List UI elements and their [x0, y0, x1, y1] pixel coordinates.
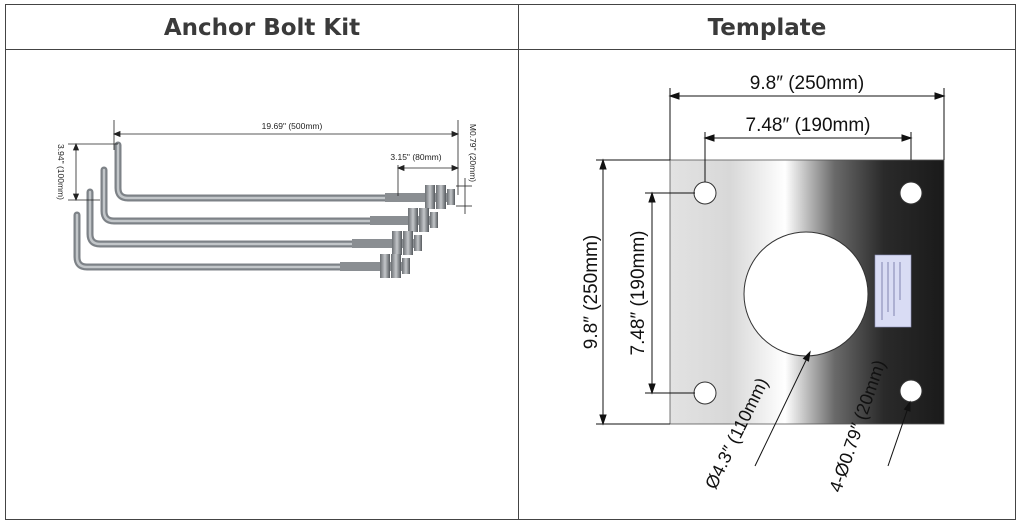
plate-bolt-hole-top-left — [693, 181, 717, 205]
bolt-thread-label: 3.15" (80mm) — [390, 152, 441, 162]
bolt-diameter-label: M0.79" (20mm) — [468, 124, 478, 182]
bolt-length-label: 19.69" (500mm) — [262, 121, 323, 131]
bolt-hook-label: 3.94" (100mm) — [56, 144, 66, 200]
bolt-1 — [114, 141, 455, 209]
table-header-row: Anchor Bolt Kit Template — [6, 5, 1015, 50]
plate-center-hole — [743, 231, 869, 357]
plate-sticker — [874, 254, 912, 328]
template-dimension-lines — [596, 88, 946, 467]
template-outer-height-label: 9.8″ (250mm) — [581, 235, 602, 349]
plate-bolt-hole-top-right — [899, 181, 923, 205]
header-template: Template — [707, 15, 827, 41]
header-anchor-bolt-kit: Anchor Bolt Kit — [163, 15, 361, 41]
plate-bolt-hole-bottom-left — [693, 381, 717, 405]
bolt-dimension-lines — [68, 120, 472, 214]
plate-bolt-hole-bottom-right — [899, 379, 923, 403]
template-hole-spacing-label: 7.48″ (190mm) — [746, 115, 871, 136]
bolt-4 — [73, 211, 410, 278]
bolt-3 — [86, 188, 422, 255]
column-divider — [518, 5, 519, 519]
template-outer-width-label: 9.8″ (250mm) — [750, 73, 864, 94]
bolt-2 — [100, 166, 438, 232]
template-inner-height-label: 7.48″ (190mm) — [628, 231, 649, 356]
